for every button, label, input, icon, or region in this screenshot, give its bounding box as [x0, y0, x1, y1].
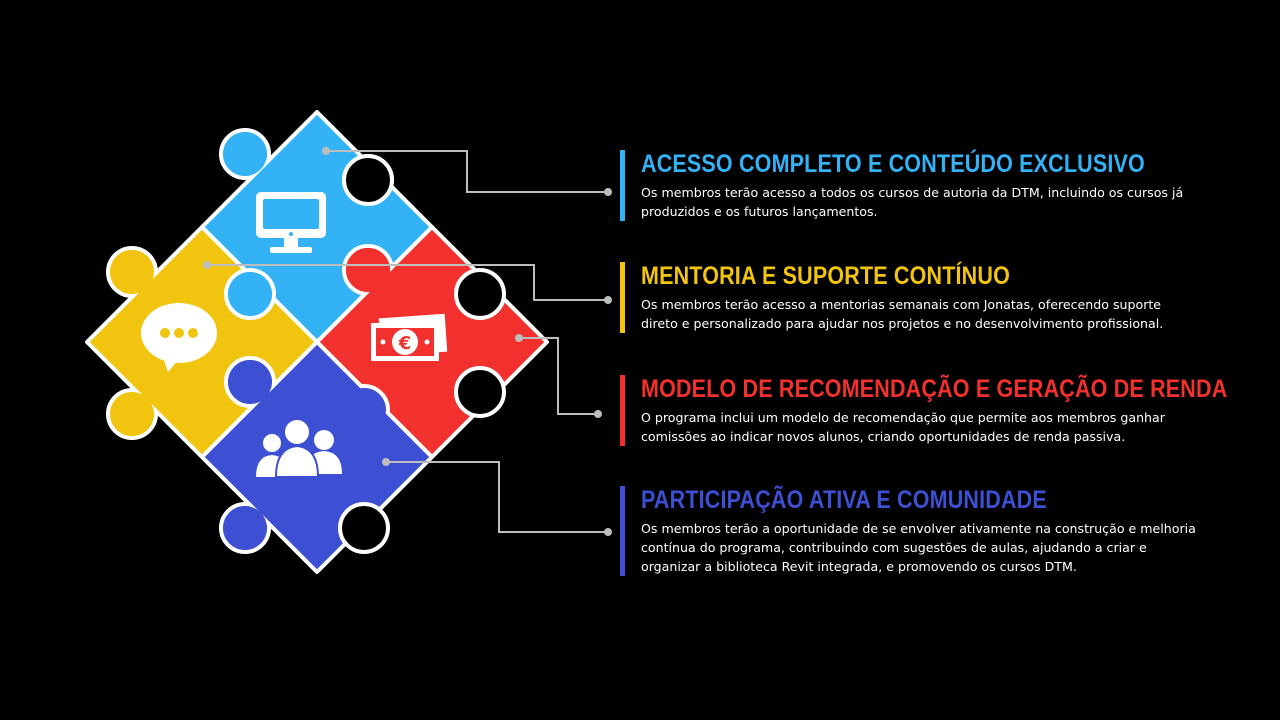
feature-item-1: ACESSO COMPLETO E CONTEÚDO EXCLUSIVO Os …: [620, 150, 1201, 221]
svg-text:€: €: [398, 333, 412, 354]
chat-bubble-icon: [141, 303, 217, 372]
feature-item-4: PARTICIPAÇÃO ATIVA E COMUNIDADE Os membr…: [620, 486, 1201, 576]
connector-1: [326, 150, 608, 193]
connector-3: [519, 337, 598, 415]
connector-lines: [207, 150, 608, 533]
feature-title-1: ACESSO COMPLETO E CONTEÚDO EXCLUSIVO: [641, 150, 1145, 178]
connector-dots: [203, 147, 612, 536]
feature-item-3: MODELO DE RECOMENDAÇÃO E GERAÇÃO DE REND…: [620, 375, 1228, 446]
connector-4: [386, 461, 608, 533]
people-group-icon: [256, 418, 342, 478]
feature-title-2: MENTORIA E SUPORTE CONTÍNUO: [641, 262, 1010, 290]
feature-text-1: Os membros terão acesso a todos os curso…: [641, 185, 1184, 219]
feature-text-2: Os membros terão acesso a mentorias sema…: [641, 297, 1164, 331]
monitor-icon: [256, 192, 326, 253]
euro-banknote-icon: €: [371, 313, 448, 361]
feature-title-4: PARTICIPAÇÃO ATIVA E COMUNIDADE: [641, 486, 1047, 514]
feature-item-2: MENTORIA E SUPORTE CONTÍNUO Os membros t…: [620, 262, 1201, 333]
feature-title-3: MODELO DE RECOMENDAÇÃO E GERAÇÃO DE REND…: [641, 375, 1228, 403]
connector-2: [207, 264, 608, 301]
feature-text-3: O programa inclui um modelo de recomenda…: [641, 410, 1165, 444]
feature-text-4: Os membros terão a oportunidade de se en…: [641, 521, 1196, 574]
